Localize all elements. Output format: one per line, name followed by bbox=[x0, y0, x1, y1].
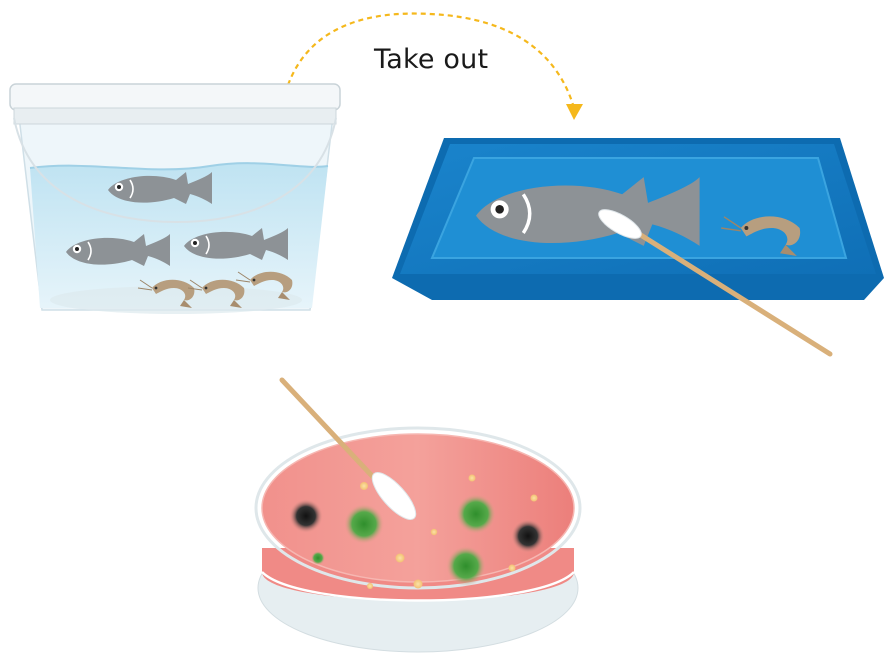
colony-icon bbox=[431, 529, 437, 535]
colony-icon bbox=[511, 519, 545, 553]
colony-icon bbox=[367, 583, 373, 589]
bucket bbox=[10, 84, 340, 314]
colony-icon bbox=[360, 482, 368, 490]
colony-icon bbox=[396, 554, 405, 563]
colony-icon bbox=[509, 565, 516, 572]
colony-icon bbox=[531, 495, 538, 502]
colony-icon bbox=[456, 494, 496, 534]
colony-icon bbox=[344, 504, 384, 544]
colony-icon bbox=[414, 580, 423, 589]
colony-icon bbox=[289, 499, 323, 533]
arrow-head-icon bbox=[566, 104, 583, 120]
colony-icon bbox=[446, 546, 486, 586]
colony-icon bbox=[469, 475, 476, 482]
colony-icon bbox=[311, 551, 325, 565]
petri-dish bbox=[256, 380, 580, 652]
dissection-tray bbox=[392, 138, 884, 354]
take-out-label: Take out bbox=[374, 44, 488, 75]
